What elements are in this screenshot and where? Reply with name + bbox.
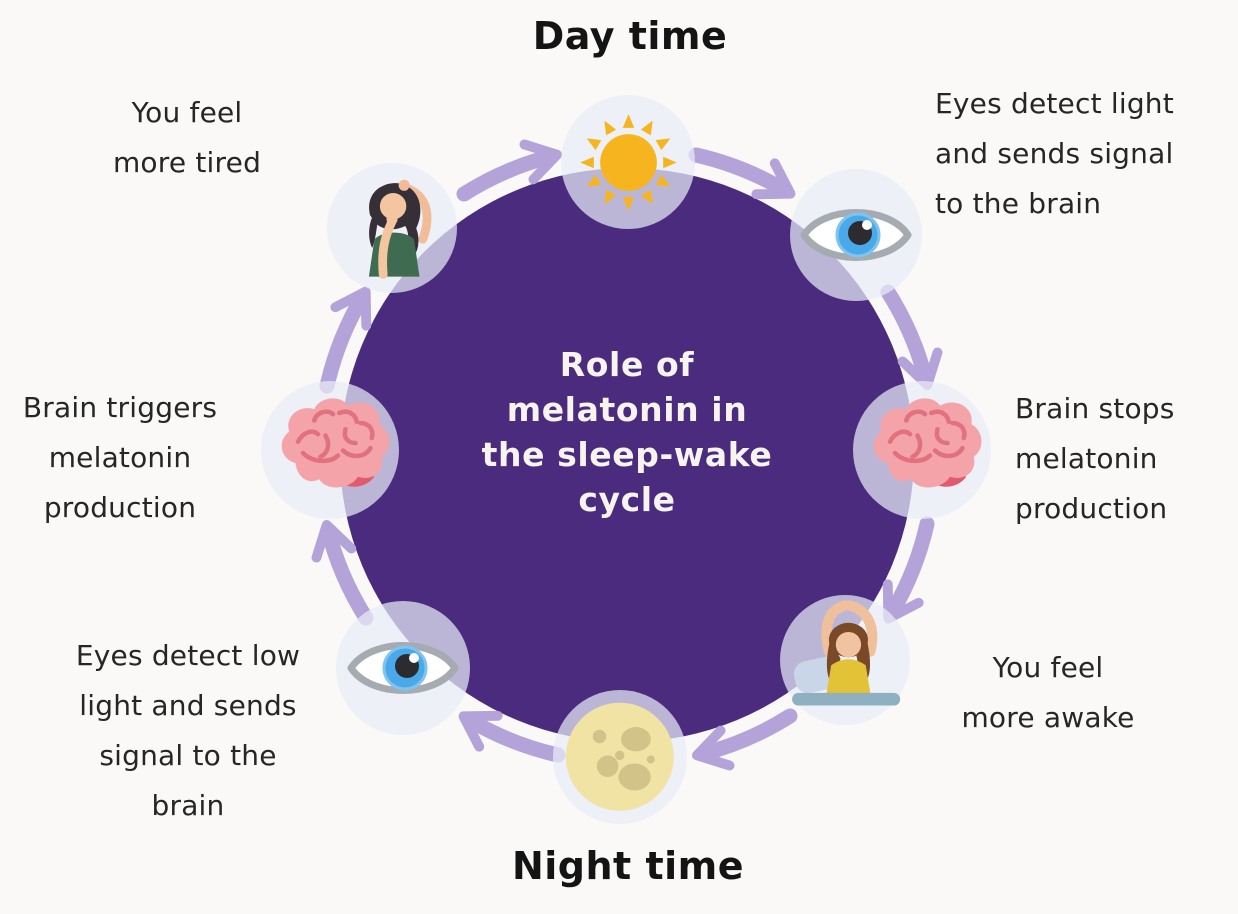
arrow-moon-to-eye: [458, 710, 566, 763]
arrow-brain-to-awake: [882, 516, 935, 624]
caption-eyes-detect-low-light: Eyes detect low light and sends signal t…: [43, 631, 333, 831]
caption-line: You feel: [131, 96, 243, 129]
brain-icon: [281, 398, 390, 488]
center-title-line: melatonin in: [506, 390, 748, 429]
arrow-eye-to-brain-triggers: [311, 519, 374, 626]
arrow-eye-to-brain: [880, 284, 943, 391]
caption-line: and sends signal: [935, 137, 1174, 170]
caption-line: You feel: [992, 651, 1104, 684]
center-title-line: cycle: [578, 480, 676, 519]
cycle-arrows: [311, 139, 943, 771]
caption-line: Brain stops: [1015, 392, 1175, 425]
arrow-brain-to-tired: [319, 286, 372, 394]
arrow-tired-to-sun: [456, 139, 563, 202]
day-time-label: Day time: [532, 14, 728, 58]
eye-icon: [800, 209, 912, 261]
caption-line: more tired: [112, 146, 262, 179]
caption-line: to the brain: [935, 187, 1102, 220]
eye-icon: [347, 642, 459, 694]
caption-feel-more-awake: You feel more awake: [938, 643, 1158, 743]
sun-icon: [580, 114, 677, 211]
center-title-line: the sleep-wake: [481, 435, 773, 474]
caption-line: Eyes detect light: [935, 87, 1174, 120]
brain-icon: [873, 398, 982, 488]
center-title-line: Role of: [559, 345, 695, 384]
caption-brain-triggers-melatonin: Brain triggers melatonin production: [0, 383, 240, 533]
caption-line: light and sends: [79, 689, 297, 722]
moon-icon: [565, 702, 674, 811]
caption-line: production: [43, 491, 197, 524]
caption-line: production: [1015, 492, 1168, 525]
person-tired-icon: [368, 179, 432, 279]
night-time-label: Night time: [511, 844, 745, 888]
arrow-awake-to-moon: [691, 708, 798, 771]
person-waking-icon: [792, 600, 901, 706]
caption-brain-stops-melatonin: Brain stops melatonin production: [1015, 384, 1238, 534]
caption-line: Brain triggers: [22, 391, 218, 424]
central-circle: [340, 168, 914, 742]
caption-line: melatonin: [48, 441, 192, 474]
caption-feel-more-tired: You feel more tired: [47, 88, 327, 188]
center-title: Role of melatonin in the sleep-wake cycl…: [427, 342, 827, 522]
caption-line: more awake: [961, 701, 1135, 734]
caption-line: Eyes detect low: [75, 639, 301, 672]
caption-line: melatonin: [1015, 442, 1158, 475]
caption-line: signal to the: [99, 739, 277, 772]
caption-line: brain: [151, 789, 225, 822]
caption-eyes-detect-light: Eyes detect light and sends signal to th…: [935, 79, 1235, 229]
arrow-sun-to-eye: [688, 147, 796, 200]
